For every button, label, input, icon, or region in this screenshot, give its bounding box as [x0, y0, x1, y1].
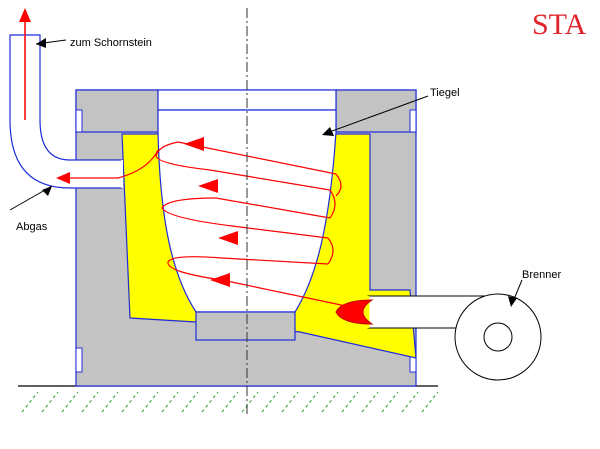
leader-crucible	[323, 95, 429, 135]
lid-right	[335, 89, 417, 133]
bracket-bottom-left	[75, 347, 83, 373]
flue-arrow-1	[210, 273, 230, 287]
burner-fan-hub	[483, 322, 513, 352]
ground	[18, 385, 439, 413]
ground-hatch	[21, 391, 439, 413]
exhaust-duct	[9, 34, 123, 189]
flue-gas-arrows	[56, 137, 238, 287]
leader-arrowheads	[36, 38, 517, 307]
bracket-top-left	[75, 109, 83, 133]
crucible-base	[195, 311, 296, 341]
flue-arrow-4	[184, 137, 204, 151]
label-chimney: zum Schornstein	[70, 37, 152, 49]
flue-arrow-3	[198, 179, 218, 193]
burner-assembly	[366, 293, 542, 381]
leader-arrow-burner	[508, 296, 517, 307]
label-crucible: Tiegel	[430, 87, 460, 99]
label-exhaust: Abgas	[16, 221, 48, 233]
label-burner: Brenner	[522, 269, 561, 281]
brand-logo-text: STA	[532, 8, 587, 41]
leader-arrow-chimney	[36, 38, 46, 48]
exhaust-arrow	[56, 172, 70, 184]
bracket-top-right	[409, 109, 417, 133]
leader-arrow-exhaust	[42, 186, 52, 196]
leader-arrow-crucible	[322, 127, 334, 136]
chimney-pipe	[9, 34, 123, 189]
lid-left	[75, 89, 159, 133]
chimney-arrow	[19, 8, 31, 120]
flue-arrow-2	[218, 231, 238, 245]
flue-gas-path	[70, 141, 347, 307]
